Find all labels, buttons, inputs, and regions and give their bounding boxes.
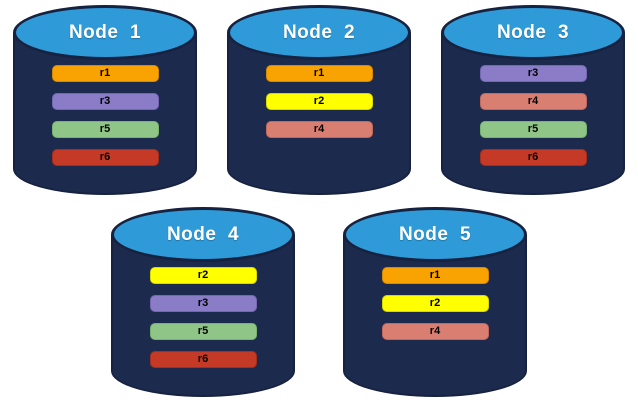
replica-bar-r5: r5 xyxy=(51,121,159,138)
replica-bar-r6: r6 xyxy=(51,149,159,166)
replica-bar-r4: r4 xyxy=(381,323,489,340)
replica-bar-r6: r6 xyxy=(479,149,587,166)
replica-label: r1 xyxy=(99,67,111,79)
replica-label: r5 xyxy=(99,123,111,135)
node-1-cylinder: Node 1 r1 r3 r5 r6 xyxy=(13,5,197,195)
replica-label: r2 xyxy=(197,269,209,281)
replica-bar-r3: r3 xyxy=(149,295,257,312)
replica-label: r5 xyxy=(197,325,209,337)
replica-bar-r5: r5 xyxy=(149,323,257,340)
replica-bar-r4: r4 xyxy=(479,93,587,110)
replica-bar-r6: r6 xyxy=(149,351,257,368)
replica-label: r3 xyxy=(197,297,209,309)
replica-label: r6 xyxy=(527,151,539,163)
replica-bar-r2: r2 xyxy=(381,295,489,312)
replica-list: r1 r3 r5 r6 xyxy=(13,65,197,166)
cylinder-top-cap: Node 5 xyxy=(343,207,527,262)
cylinder-body xyxy=(343,235,527,397)
replica-label: r6 xyxy=(99,151,111,163)
replica-bar-r1: r1 xyxy=(265,65,373,82)
node-3-cylinder: Node 3 r3 r4 r5 r6 xyxy=(441,5,625,195)
replica-bar-r1: r1 xyxy=(381,267,489,284)
replica-list: r3 r4 r5 r6 xyxy=(441,65,625,166)
cylinder-body xyxy=(227,33,411,195)
cylinder-body xyxy=(111,235,295,397)
replica-label: r3 xyxy=(99,95,111,107)
node-title: Node 3 xyxy=(496,21,570,43)
node-title: Node 1 xyxy=(68,21,142,43)
replica-label: r1 xyxy=(313,67,325,79)
bottom-row: Node 4 r2 r3 r5 r6 Node 5 r1 r2 r4 xyxy=(0,207,638,397)
replica-label: r2 xyxy=(429,297,441,309)
cylinder-top-cap: Node 1 xyxy=(13,5,197,60)
cylinder-top-cap: Node 2 xyxy=(227,5,411,60)
replica-bar-r5: r5 xyxy=(479,121,587,138)
replica-bar-r1: r1 xyxy=(51,65,159,82)
replica-list: r2 r3 r5 r6 xyxy=(111,267,295,368)
replica-bar-r3: r3 xyxy=(479,65,587,82)
replica-bar-r3: r3 xyxy=(51,93,159,110)
replica-bar-r2: r2 xyxy=(265,93,373,110)
replica-label: r5 xyxy=(527,123,539,135)
replica-bar-r4: r4 xyxy=(265,121,373,138)
cylinder-body xyxy=(13,33,197,195)
replica-label: r2 xyxy=(313,95,325,107)
node-5-cylinder: Node 5 r1 r2 r4 xyxy=(343,207,527,397)
replica-label: r3 xyxy=(527,67,539,79)
cylinder-top-cap: Node 3 xyxy=(441,5,625,60)
replica-list: r1 r2 r4 xyxy=(343,267,527,340)
node-title: Node 4 xyxy=(166,223,240,245)
replica-label: r4 xyxy=(429,325,441,337)
cylinder-body xyxy=(441,33,625,195)
replica-label: r1 xyxy=(429,269,441,281)
node-title: Node 2 xyxy=(282,21,356,43)
node-4-cylinder: Node 4 r2 r3 r5 r6 xyxy=(111,207,295,397)
replica-list: r1 r2 r4 xyxy=(227,65,411,138)
replica-label: r4 xyxy=(527,95,539,107)
replica-label: r6 xyxy=(197,353,209,365)
cylinder-top-cap: Node 4 xyxy=(111,207,295,262)
replica-label: r4 xyxy=(313,123,325,135)
replica-bar-r2: r2 xyxy=(149,267,257,284)
node-title: Node 5 xyxy=(398,223,472,245)
node-2-cylinder: Node 2 r1 r2 r4 xyxy=(227,5,411,195)
